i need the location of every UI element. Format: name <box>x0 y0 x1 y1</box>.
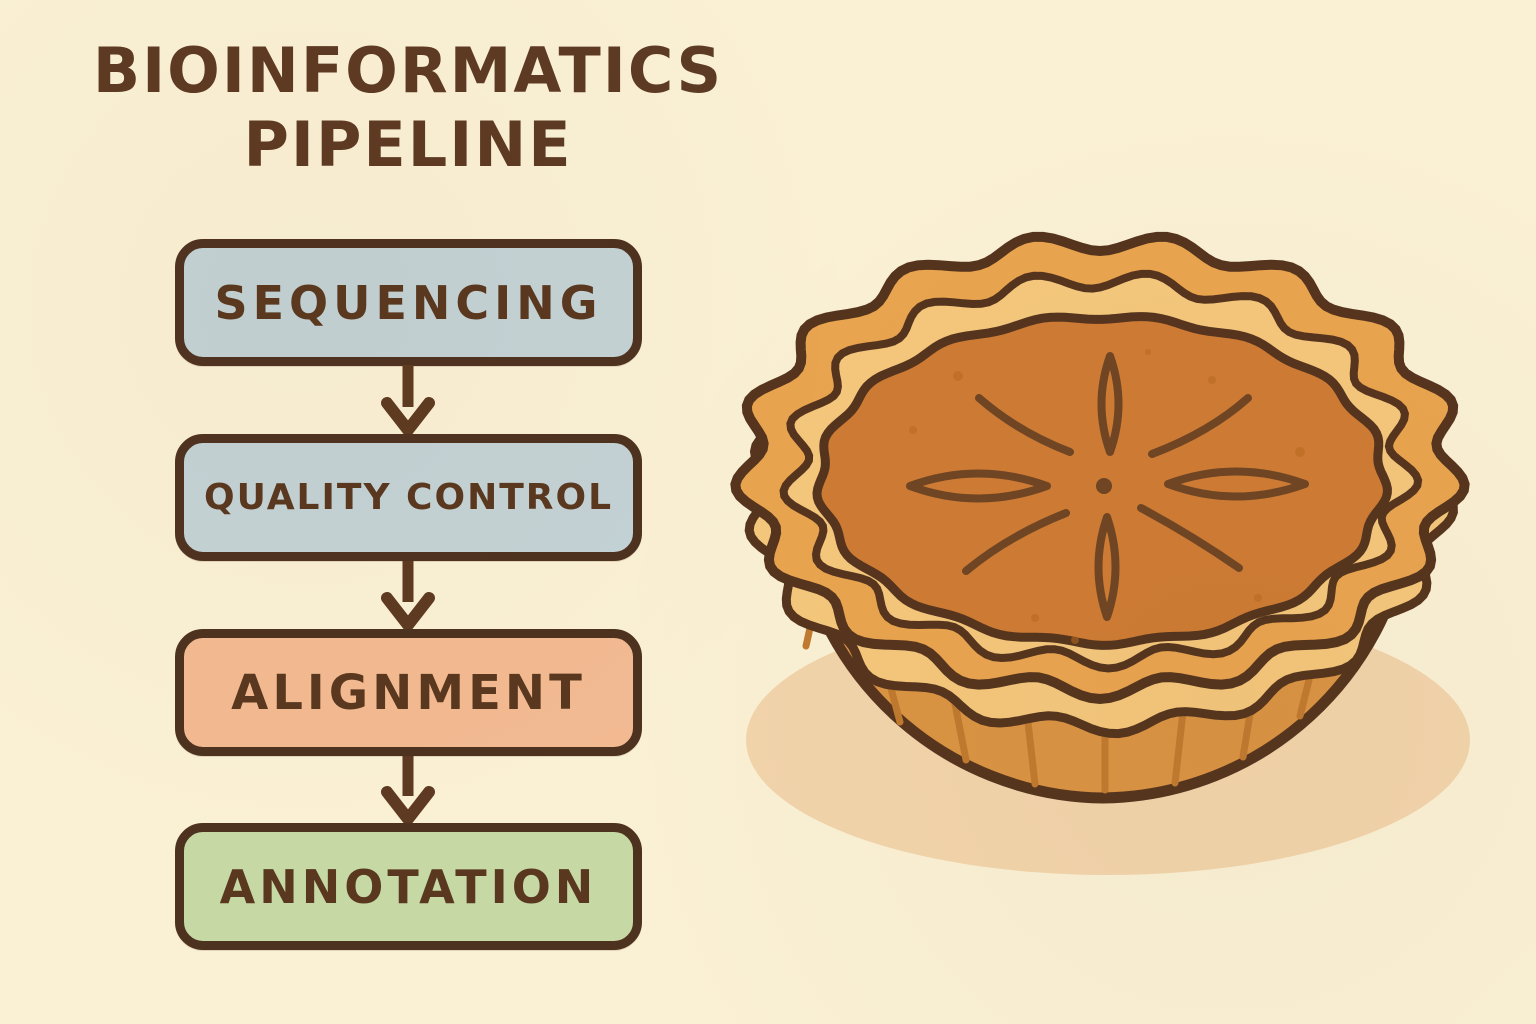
arrow-down-glyph <box>381 365 435 434</box>
title-line-2: PIPELINE <box>243 108 573 181</box>
step-box-annotation: ANNOTATION <box>175 823 642 950</box>
arrow-down-glyph <box>381 561 435 629</box>
step-label-alignment: ALIGNMENT <box>231 664 586 721</box>
step-box-sequencing: SEQUENCING <box>175 239 642 366</box>
flow-arrow-down-icon <box>376 561 440 629</box>
title-line-1: BIOINFORMATICS <box>92 34 724 107</box>
step-box-quality-control: QUALITY CONTROL <box>175 434 642 561</box>
step-box-alignment: ALIGNMENT <box>175 629 642 756</box>
step-label-annotation: ANNOTATION <box>219 859 598 914</box>
step-label-sequencing: SEQUENCING <box>214 275 603 330</box>
flow-arrow-down-icon <box>376 756 440 823</box>
poster-title: BIOINFORMATICS PIPELINE <box>0 34 816 182</box>
flow-arrow-down-icon <box>376 365 440 434</box>
arrow-down-glyph <box>381 756 435 823</box>
step-label-quality-control: QUALITY CONTROL <box>203 477 614 518</box>
